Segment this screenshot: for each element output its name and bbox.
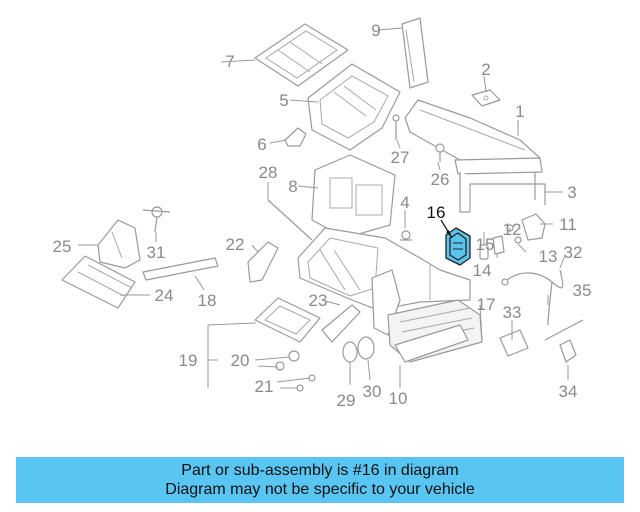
callout-28: 28 — [259, 163, 278, 182]
callout-9: 9 — [371, 21, 380, 40]
part-22-bracket — [247, 241, 279, 283]
part-29-gasket — [342, 341, 358, 363]
callout-27: 27 — [391, 148, 410, 167]
part-32-harness — [501, 269, 564, 326]
part-19-filter-assembly — [254, 297, 321, 343]
callout-18: 18 — [198, 291, 217, 310]
callout-12: 12 — [503, 220, 522, 239]
callout-13: 13 — [539, 247, 558, 266]
part-25-control-bracket — [97, 219, 141, 269]
part-33-module — [499, 329, 529, 357]
callout-31: 31 — [147, 243, 166, 262]
part-18-strip — [142, 257, 219, 281]
callout-5: 5 — [279, 91, 288, 110]
callout-26: 26 — [431, 170, 450, 189]
callout-17: 17 — [477, 295, 496, 314]
callout-25: 25 — [53, 237, 72, 256]
callout-34: 34 — [559, 382, 578, 401]
part-13-connector — [514, 236, 522, 244]
callout-1: 1 — [515, 102, 524, 121]
part-8-blower-housing — [311, 154, 396, 239]
part-1-duct — [404, 99, 543, 175]
callout-14: 14 — [473, 261, 492, 280]
callout-22: 22 — [226, 235, 245, 254]
part-31-bolt — [142, 206, 171, 233]
part-35-rod — [544, 319, 584, 341]
callout-19: 19 — [179, 351, 198, 370]
part-3-frame — [459, 172, 546, 213]
banner-line-1: Part or sub-assembly is #16 in diagram — [181, 462, 459, 479]
info-banner: Part or sub-assembly is #16 in diagram D… — [16, 457, 624, 503]
callout-35: 35 — [573, 281, 592, 300]
part-5-upper-housing — [307, 63, 401, 151]
callout-24: 24 — [155, 286, 174, 305]
part-6-bracket — [284, 127, 307, 147]
callout-29: 29 — [337, 391, 356, 410]
part-34-bracket — [559, 339, 577, 363]
part-11-actuator — [521, 213, 546, 241]
part-7-filter-frame — [254, 23, 349, 87]
part-23-bracket — [321, 304, 361, 343]
part-26-sensor — [435, 143, 445, 162]
callout-23: 23 — [309, 291, 328, 310]
callout-11: 11 — [559, 215, 577, 234]
callout-10: 10 — [389, 389, 408, 408]
parts-diagram: 1 2 3 4 5 6 7 8 9 10 11 12 13 14 15 16 1… — [53, 17, 592, 410]
callout-33: 33 — [503, 303, 522, 322]
part-24-tray — [61, 255, 136, 309]
part-9-cover — [401, 17, 429, 89]
part-28-rod — [267, 199, 313, 241]
banner-line-2: Diagram may not be specific to your vehi… — [165, 481, 475, 498]
part-30-gasket — [357, 336, 375, 360]
callout-labels: 1 2 3 4 5 6 7 8 9 10 11 12 13 14 15 16 1… — [53, 21, 592, 410]
callout-7: 7 — [225, 52, 234, 71]
callout-16[interactable]: 16 — [427, 203, 446, 222]
callout-6: 6 — [257, 135, 266, 154]
callout-8: 8 — [288, 177, 297, 196]
part-10-heater-core — [394, 324, 469, 363]
callout-3: 3 — [567, 183, 576, 202]
part-20-caps — [275, 350, 300, 371]
part-4-screw — [400, 230, 412, 241]
leader-lines — [78, 27, 569, 389]
callout-2: 2 — [481, 60, 490, 79]
callout-21: 21 — [255, 377, 274, 396]
part-14-clip — [492, 235, 505, 255]
callout-32: 32 — [564, 243, 583, 262]
callout-15: 15 — [476, 235, 495, 254]
part-27-screw — [392, 114, 400, 140]
callout-20: 20 — [231, 351, 250, 370]
callout-4: 4 — [400, 193, 409, 212]
part-21-clips — [296, 374, 316, 392]
part-2-clip — [471, 89, 501, 107]
callout-30: 30 — [363, 382, 382, 401]
